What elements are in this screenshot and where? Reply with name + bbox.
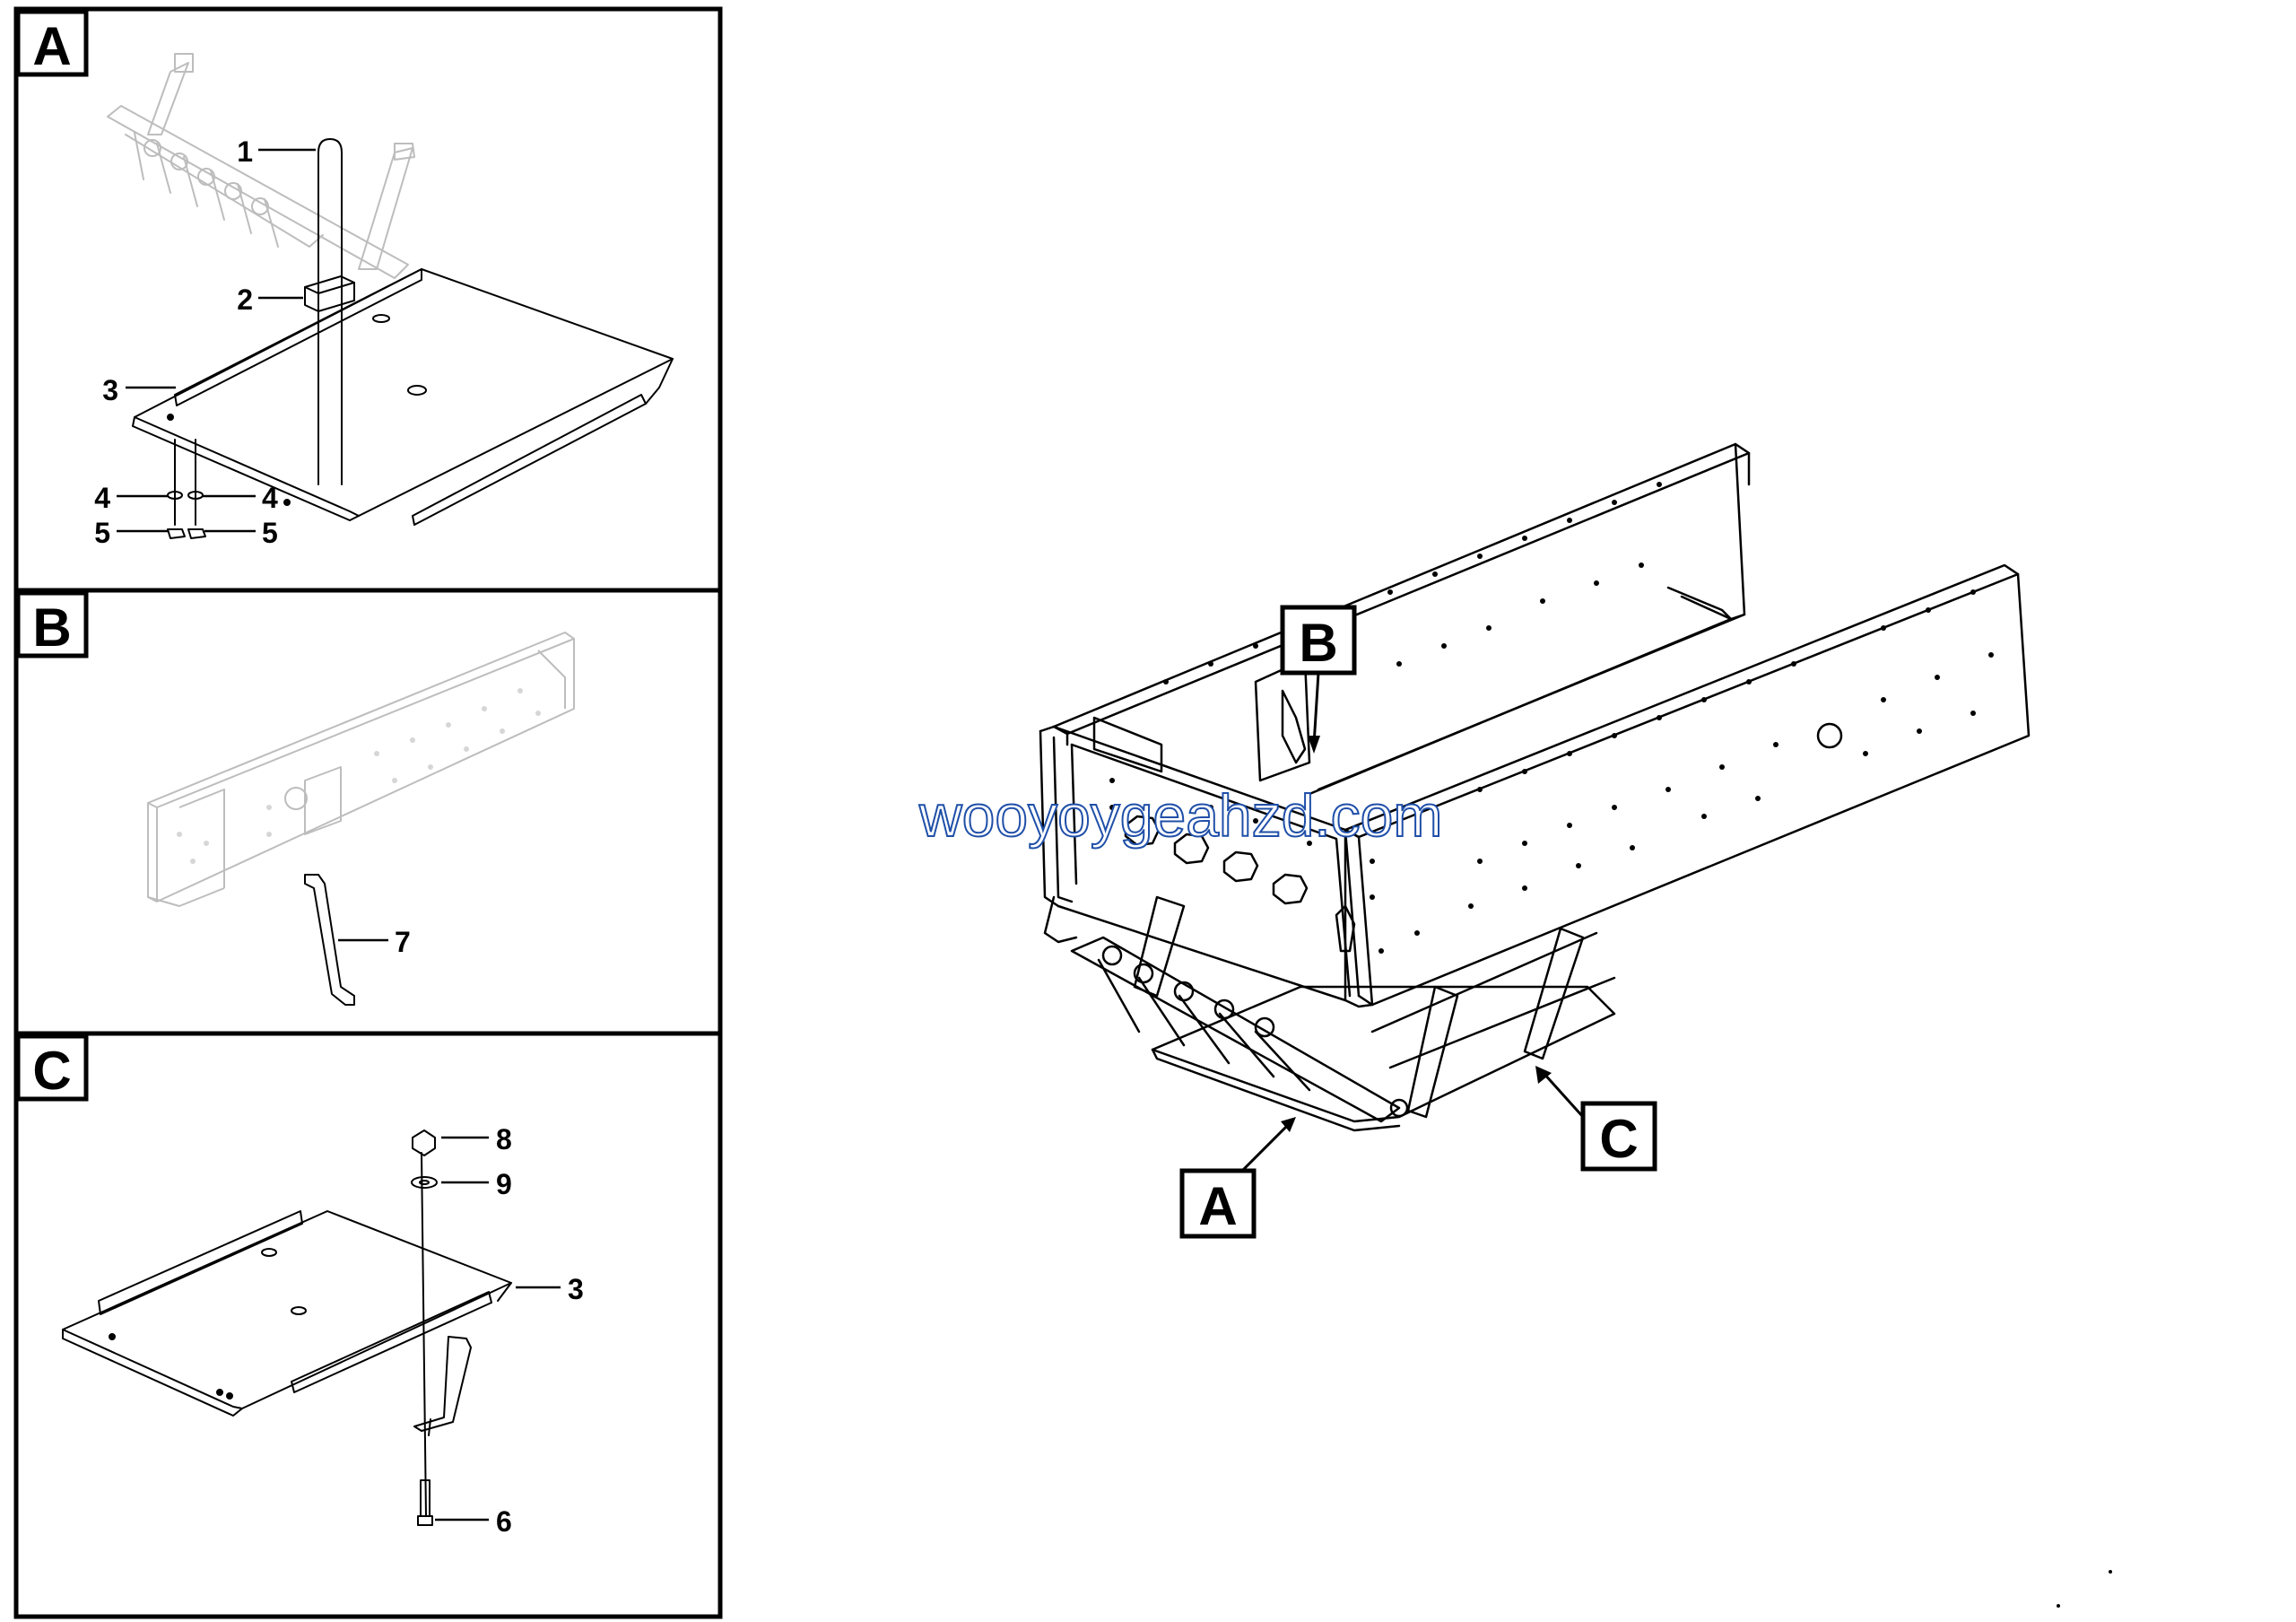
stray-marks	[2057, 1570, 2112, 1608]
callout-b-7: 7	[395, 926, 411, 958]
main-label-c: C	[1535, 1066, 1657, 1172]
bracket-part-7	[304, 874, 355, 1006]
back-rail	[1052, 442, 1751, 796]
svg-text:A: A	[1198, 1176, 1237, 1236]
panel-c-frame	[13, 1031, 723, 1619]
panel-a-frame	[13, 6, 723, 593]
callout-c-3: 3	[568, 1273, 584, 1305]
bracket-c	[413, 1336, 472, 1436]
callout-a-5-right: 5	[262, 517, 278, 549]
u-bolt-and-clamp	[304, 138, 355, 485]
tray-plate-a	[132, 268, 674, 526]
panel-a-callouts	[117, 148, 316, 533]
callout-c-8: 8	[496, 1123, 512, 1155]
callout-a-4-left: 4	[94, 482, 110, 514]
callout-a-4-right: 4	[262, 482, 278, 514]
panel-c-letter: C	[32, 1041, 71, 1101]
fasteners-c	[411, 1129, 438, 1526]
panel-b-letter: B	[32, 597, 71, 658]
panel-a-letter-box: A	[15, 9, 89, 77]
panel-c-callouts	[435, 1136, 561, 1522]
faded-holes	[177, 688, 541, 864]
panel-b-drawing	[147, 632, 575, 1006]
main-chassis-view	[1039, 442, 2031, 1132]
main-label-a: A	[1179, 1117, 1296, 1239]
callout-a-2: 2	[237, 283, 253, 316]
main-label-b: B	[1280, 605, 1357, 754]
panel-a-drawing	[107, 53, 674, 539]
callout-a-1: 1	[237, 135, 253, 168]
panel-b-letter-box: B	[15, 590, 89, 658]
svg-text:C: C	[1599, 1109, 1638, 1169]
tray-plate-c	[62, 1210, 512, 1417]
front-rail	[1344, 563, 2031, 1008]
callout-c-6: 6	[496, 1505, 512, 1538]
svg-text:B: B	[1299, 613, 1337, 673]
callout-a-3: 3	[102, 374, 118, 406]
panel-a-letter: A	[32, 16, 71, 76]
panel-c-drawing	[62, 1129, 512, 1526]
step-tray-assembly	[1070, 895, 1616, 1132]
panel-b-frame	[13, 588, 723, 1036]
rail-holes	[1109, 482, 1994, 954]
callout-c-9: 9	[496, 1168, 512, 1200]
faded-frame-rail	[147, 632, 575, 907]
faded-step-assembly	[107, 53, 415, 279]
rear-crossmember	[1039, 658, 1361, 1002]
panel-c-letter-box: C	[15, 1033, 89, 1102]
watermark-text: wooyoygeahzd.com	[918, 782, 1442, 849]
panel-frames	[13, 6, 723, 1619]
crossmember-holes	[1043, 722, 1843, 953]
callout-a-5-left: 5	[94, 517, 110, 549]
